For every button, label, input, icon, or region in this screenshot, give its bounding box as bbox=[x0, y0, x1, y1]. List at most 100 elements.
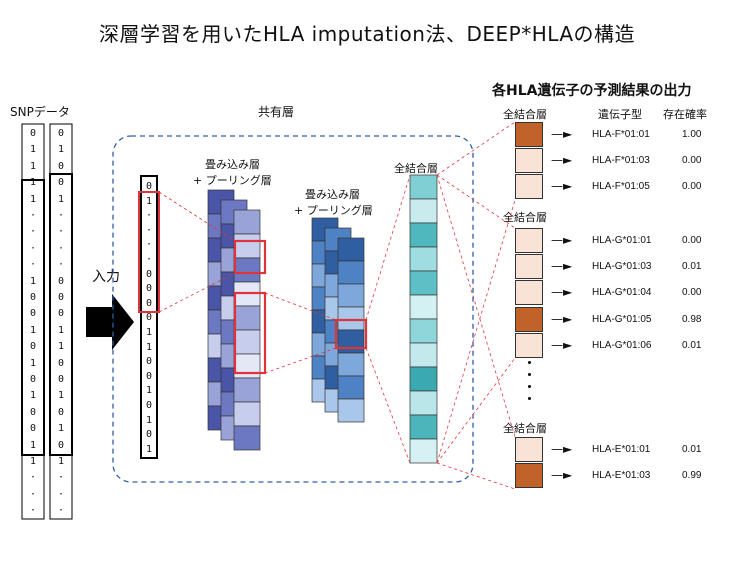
snp-bit: 0 bbox=[57, 177, 65, 189]
hla-allele-label: HLA-G*01:04 bbox=[592, 287, 652, 299]
hla-output-cell bbox=[515, 174, 543, 200]
connector-line bbox=[436, 462, 516, 490]
connector-line bbox=[436, 357, 516, 464]
fc-shared-cell bbox=[409, 294, 438, 320]
conv2-cell bbox=[337, 306, 365, 331]
snp-bit: 1 bbox=[29, 177, 37, 189]
hla-allele-label: HLA-E*01:01 bbox=[592, 444, 651, 455]
conv2-cell bbox=[337, 237, 365, 262]
allele-column-label: 遺伝子型 bbox=[598, 108, 642, 121]
snp-bit: · bbox=[57, 488, 65, 500]
arrow-icon: —► bbox=[551, 337, 573, 352]
hla-probability: 0.99 bbox=[682, 470, 702, 482]
snp-bit: 0 bbox=[29, 374, 37, 385]
snp-bit: 0 bbox=[57, 357, 65, 369]
hla-output-cell bbox=[515, 463, 543, 489]
hla-probability: 0.00 bbox=[682, 287, 702, 299]
snp-bit: 0 bbox=[57, 292, 65, 303]
conv1-cell bbox=[233, 209, 261, 235]
snp-bit: · bbox=[29, 242, 37, 254]
snp-selected-window bbox=[21, 179, 45, 456]
arrow-icon: —► bbox=[551, 179, 573, 194]
snp-bit: 1 bbox=[29, 439, 37, 451]
snp-bit: · bbox=[57, 259, 65, 271]
conv1-highlight-box bbox=[233, 239, 267, 275]
conv1-cell bbox=[233, 401, 261, 427]
hla-probability: 0.00 bbox=[682, 235, 702, 246]
hla-probability: 0.01 bbox=[682, 339, 702, 351]
hla-probability: 0.01 bbox=[682, 444, 702, 455]
input-bit: 0 bbox=[145, 181, 153, 192]
hla-allele-label: HLA-F*01:03 bbox=[592, 155, 650, 167]
snp-column-border bbox=[49, 123, 73, 175]
snp-bit: 1 bbox=[57, 341, 65, 353]
input-bit: · bbox=[145, 210, 153, 222]
connector-line bbox=[365, 347, 411, 464]
conv1-cell bbox=[233, 353, 261, 379]
input-bit: 1 bbox=[145, 414, 153, 426]
ellipsis-dot bbox=[528, 373, 531, 376]
hla-allele-label: HLA-E*01:03 bbox=[592, 470, 651, 482]
fc-shared-cell bbox=[409, 390, 438, 416]
fc-shared-cell bbox=[409, 246, 438, 272]
snp-bit: · bbox=[57, 210, 65, 221]
hla-probability: 0.00 bbox=[682, 181, 702, 193]
conv1-cell bbox=[233, 305, 261, 331]
snp-selected-window bbox=[49, 173, 73, 456]
snp-bit: · bbox=[29, 226, 37, 238]
snp-bit: 1 bbox=[57, 456, 65, 467]
input-bit: · bbox=[145, 239, 153, 251]
snp-bit: 1 bbox=[57, 423, 65, 435]
fc-shared-cell bbox=[409, 222, 438, 248]
arrow-icon: —► bbox=[551, 311, 573, 326]
snp-bit: 0 bbox=[29, 292, 37, 303]
snp-bit: · bbox=[29, 210, 37, 221]
conv-pool-1-label-b: + プーリング層 bbox=[193, 174, 272, 187]
snp-bit: 0 bbox=[29, 423, 37, 435]
fc-shared-cell bbox=[409, 342, 438, 368]
input-bit: 1 bbox=[145, 327, 153, 338]
input-bit: 0 bbox=[145, 283, 153, 295]
page-title: 深層学習を用いたHLA imputation法、DEEP*HLAの構造 bbox=[98, 22, 636, 46]
input-arrow-icon bbox=[86, 294, 134, 350]
fc-shared-cell bbox=[409, 438, 438, 464]
conv1-cell bbox=[233, 425, 261, 451]
snp-bit: 1 bbox=[29, 193, 37, 205]
ellipsis-dot bbox=[528, 397, 531, 400]
snp-data-label: SNPデータ bbox=[10, 105, 70, 119]
shared-layer-box bbox=[112, 135, 474, 483]
snp-bit: 1 bbox=[57, 390, 65, 402]
ellipsis-dot bbox=[528, 361, 531, 364]
snp-bit: · bbox=[57, 242, 65, 254]
hla-e-fc-label: 全結合層 bbox=[503, 422, 547, 435]
input-vector-border bbox=[140, 175, 158, 459]
conv2-cell bbox=[337, 375, 365, 400]
conv-pool-2-label-b: + プーリング層 bbox=[294, 204, 373, 217]
input-bit: 0 bbox=[145, 312, 153, 324]
conv-pool-1-label-a: 畳み込み層 bbox=[205, 158, 260, 171]
hla-allele-label: HLA-G*01:03 bbox=[592, 261, 652, 273]
snp-bit: 0 bbox=[29, 341, 37, 353]
snp-bit: 1 bbox=[57, 144, 65, 156]
snp-bit: · bbox=[29, 472, 37, 484]
snp-bit: 0 bbox=[57, 160, 65, 172]
hla-output-cell bbox=[515, 332, 543, 358]
snp-bit: 0 bbox=[57, 406, 65, 418]
arrow-icon: —► bbox=[551, 259, 573, 274]
conv1-highlight-box bbox=[233, 291, 267, 375]
hla-allele-label: HLA-F*01:01 bbox=[592, 129, 650, 140]
connector-line bbox=[436, 199, 516, 464]
snp-bit: · bbox=[29, 488, 37, 500]
fc-shared-cell bbox=[409, 174, 438, 200]
snp-bit: 0 bbox=[57, 439, 65, 451]
conv1-cell bbox=[233, 329, 261, 355]
snp-bit: 1 bbox=[29, 390, 37, 402]
input-highlight-box bbox=[138, 191, 160, 313]
conv2-cell bbox=[337, 260, 365, 285]
input-bit: · bbox=[145, 224, 153, 236]
connector-line bbox=[158, 272, 236, 313]
